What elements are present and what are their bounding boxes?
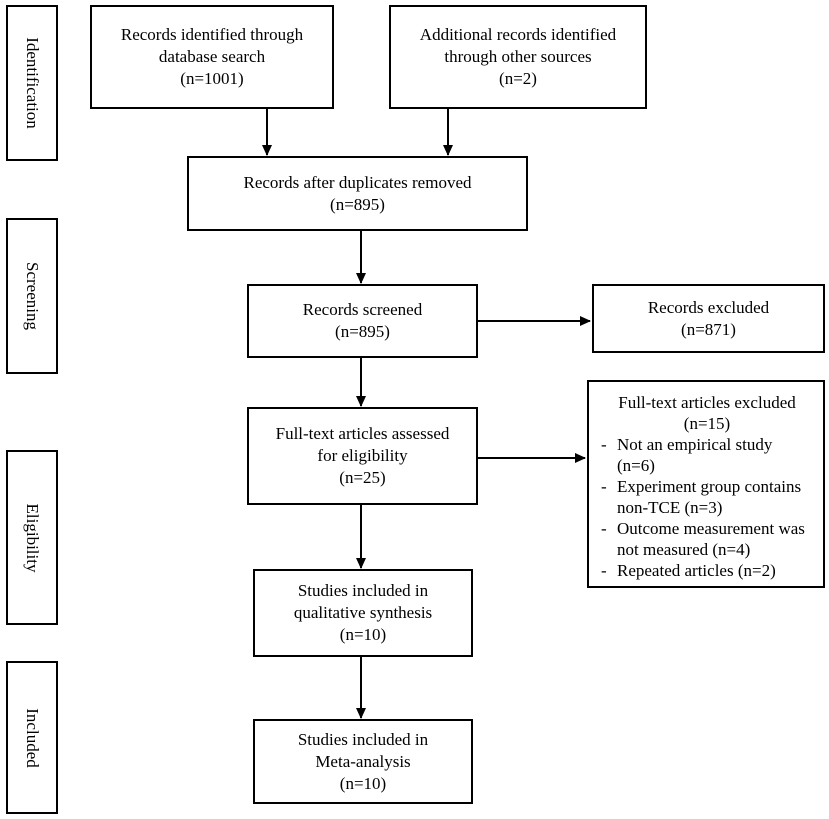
- exclusion-reason-line1: Not an empirical study: [617, 435, 773, 454]
- database-search-count: (n=1001): [180, 69, 244, 88]
- records-excluded-box: Records excluded (n=871): [592, 284, 825, 353]
- exclusion-reason-line2: (n=6): [617, 456, 655, 475]
- meta-analysis-box: Studies included in Meta-analysis (n=10): [253, 719, 473, 804]
- qualitative-line1: Studies included in: [297, 581, 429, 600]
- exclusion-reason-line2: non-TCE (n=3): [617, 498, 723, 517]
- qualitative-line2: qualitative synthesis: [293, 603, 433, 622]
- full-text-excluded-count: (n=15): [683, 414, 731, 433]
- database-search-line1: Records identified through: [120, 25, 304, 44]
- database-search-line2: database search: [158, 47, 266, 66]
- records-screened-count: (n=895): [335, 322, 390, 341]
- records-screened-box: Records screened (n=895): [247, 284, 478, 358]
- exclusion-reason-line1: Outcome measurement was: [617, 519, 805, 538]
- records-screened-line1: Records screened: [302, 300, 423, 319]
- records-excluded-count: (n=871): [681, 319, 736, 339]
- meta-analysis-count: (n=10): [339, 773, 387, 793]
- exclusion-reason-line1: Experiment group contains: [617, 477, 802, 496]
- exclusion-reason: Not an empirical study (n=6): [599, 434, 815, 476]
- exclusion-reason: Repeated articles (n=2): [599, 560, 815, 581]
- full-text-assessed-count: (n=25): [339, 468, 386, 487]
- qualitative-synthesis-box: Studies included in qualitative synthesi…: [253, 569, 473, 657]
- full-text-assessed-line2: for eligibility: [317, 446, 408, 465]
- other-sources-line1: Additional records identified: [419, 25, 617, 44]
- stage-identification: Identification: [6, 5, 58, 161]
- duplicates-removed-line1: Records after duplicates removed: [243, 172, 472, 192]
- records-excluded-line1: Records excluded: [647, 297, 770, 317]
- stage-screening: Screening: [6, 218, 58, 374]
- meta-analysis-line1: Studies included in: [297, 729, 429, 749]
- other-sources-box: Additional records identified through ot…: [389, 5, 647, 109]
- full-text-excluded-box: Full-text articles excluded (n=15) Not a…: [587, 380, 825, 588]
- qualitative-count: (n=10): [339, 625, 387, 644]
- exclusion-reason-line1: Repeated articles (n=2): [617, 561, 776, 580]
- full-text-assessed-box: Full-text articles assessed for eligibil…: [247, 407, 478, 505]
- exclusion-reason: Experiment group contains non-TCE (n=3): [599, 476, 815, 518]
- exclusion-reason-line2: not measured (n=4): [617, 540, 751, 559]
- exclusion-reason-list: Not an empirical study (n=6) Experiment …: [599, 434, 815, 581]
- database-search-box: Records identified through database sear…: [90, 5, 334, 109]
- stage-included: Included: [6, 661, 58, 814]
- exclusion-reason: Outcome measurement was not measured (n=…: [599, 518, 815, 560]
- full-text-excluded-title: Full-text articles excluded: [618, 393, 796, 412]
- stage-eligibility: Eligibility: [6, 450, 58, 625]
- other-sources-line2: through other sources: [444, 47, 592, 66]
- other-sources-count: (n=2): [499, 69, 537, 88]
- duplicates-removed-count: (n=895): [330, 194, 385, 214]
- full-text-assessed-line1: Full-text articles assessed: [275, 424, 450, 443]
- meta-analysis-line2: Meta-analysis: [315, 751, 411, 771]
- duplicates-removed-box: Records after duplicates removed (n=895): [187, 156, 528, 231]
